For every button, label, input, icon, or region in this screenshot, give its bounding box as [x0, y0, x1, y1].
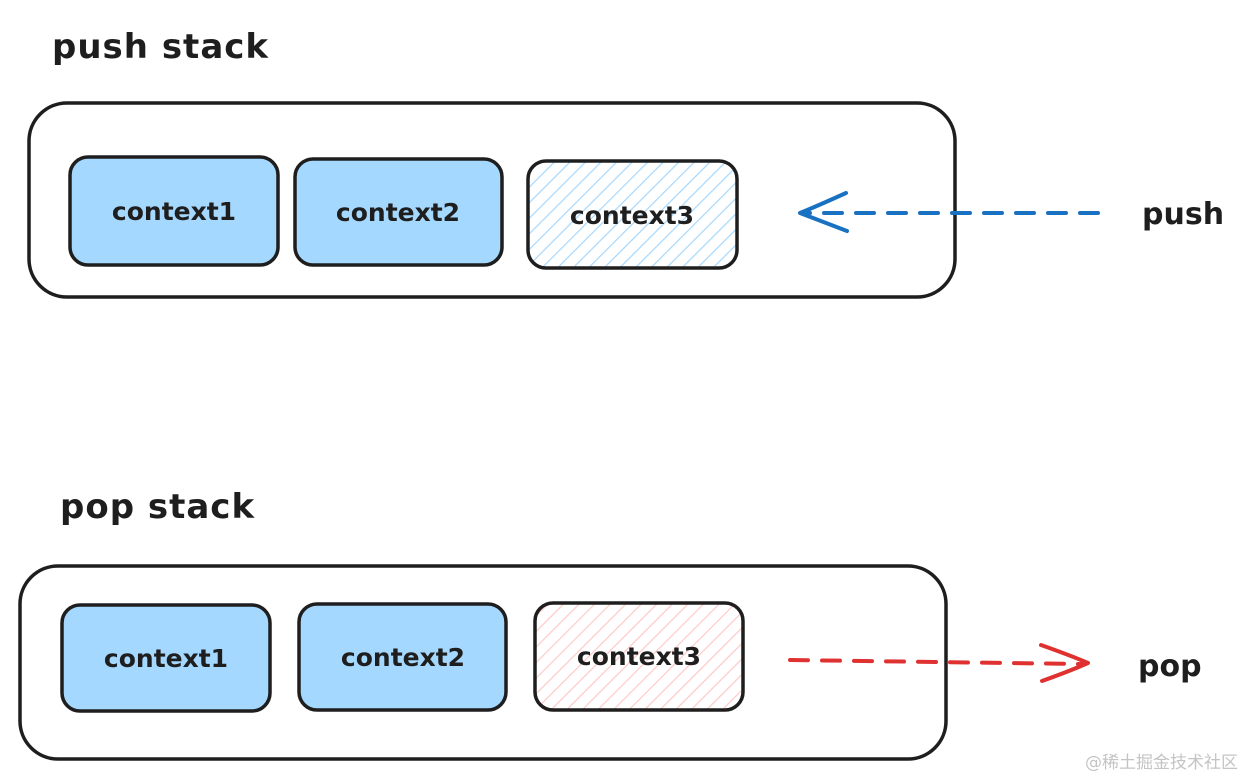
arrow-left-icon	[798, 191, 849, 233]
push-stack-section: push stack context1 context2 context3 pu…	[27, 27, 1224, 299]
pop-stack-item-context1: context1	[60, 603, 272, 713]
push-item-label: context2	[336, 198, 460, 227]
push-stack-item-context3: context3	[526, 159, 739, 270]
pop-arrow-label: pop	[1138, 649, 1202, 684]
push-item-label: context1	[112, 197, 236, 226]
pop-stack-item-context2: context2	[297, 602, 508, 712]
push-stack-title: push stack	[52, 27, 269, 67]
push-arrow-label: push	[1142, 197, 1224, 232]
pop-stack-title: pop stack	[60, 487, 255, 527]
push-stack-item-context2: context2	[293, 157, 504, 267]
pop-item-label: context3	[577, 642, 701, 671]
pop-stack-section: pop stack context1 context2 context3 pop	[18, 487, 1202, 761]
pop-stack-container	[18, 564, 948, 761]
pop-stack-item-context3: context3	[533, 601, 745, 712]
push-item-label: context3	[570, 201, 694, 230]
arrow-right-icon	[1039, 643, 1090, 683]
watermark: @稀土掘金技术社区	[1085, 753, 1238, 773]
pop-arrow	[788, 643, 1090, 683]
pop-item-label: context2	[341, 643, 465, 672]
pop-item-label: context1	[104, 644, 228, 673]
push-stack-item-context1: context1	[68, 155, 280, 267]
push-arrow	[798, 191, 1100, 233]
push-stack-container	[27, 101, 957, 299]
